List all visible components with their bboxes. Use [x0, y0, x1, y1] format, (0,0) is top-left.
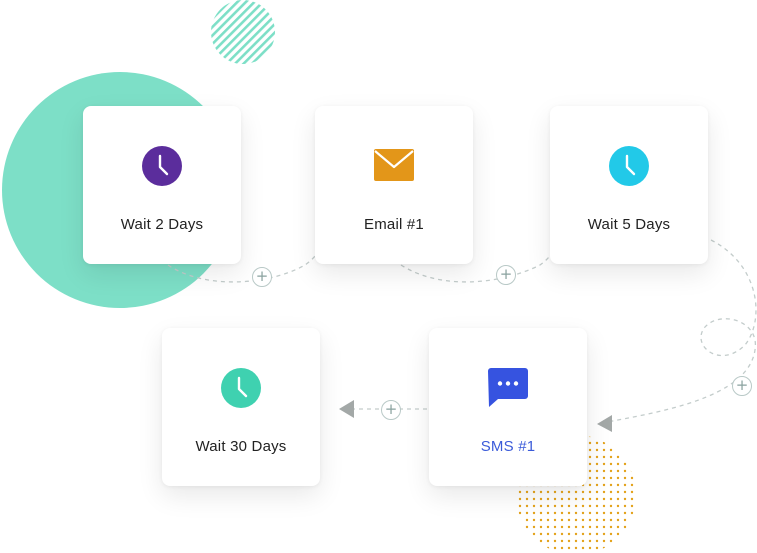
step-card-sms-1[interactable]: SMS #1 — [429, 328, 587, 486]
step-label: Email #1 — [364, 216, 424, 233]
step-card-wait-5-days[interactable]: Wait 5 Days — [550, 106, 708, 264]
step-card-wait-2-days[interactable]: Wait 2 Days — [83, 106, 241, 264]
step-label: Wait 2 Days — [120, 216, 204, 233]
add-step-button[interactable]: + — [252, 267, 272, 287]
arrowhead-to-sms — [597, 415, 612, 432]
step-label: Wait 30 Days — [195, 438, 287, 455]
chat-bubble-icon — [488, 368, 528, 407]
step-card-wait-30-days[interactable]: Wait 30 Days — [162, 328, 320, 486]
step-label: SMS #1 — [480, 438, 536, 455]
connector-3-4 — [601, 239, 757, 424]
envelope-icon — [374, 149, 414, 181]
step-label: Wait 5 Days — [587, 216, 671, 233]
arrowhead-to-wait-30 — [339, 400, 354, 418]
add-step-button[interactable]: + — [381, 400, 401, 420]
clock-icon — [609, 146, 649, 186]
clock-icon — [221, 368, 261, 408]
clock-icon — [142, 146, 182, 186]
add-step-button[interactable]: + — [496, 265, 516, 285]
striped-circle-decoration — [211, 0, 275, 64]
add-step-button[interactable]: + — [732, 376, 752, 396]
step-card-email-1[interactable]: Email #1 — [315, 106, 473, 264]
